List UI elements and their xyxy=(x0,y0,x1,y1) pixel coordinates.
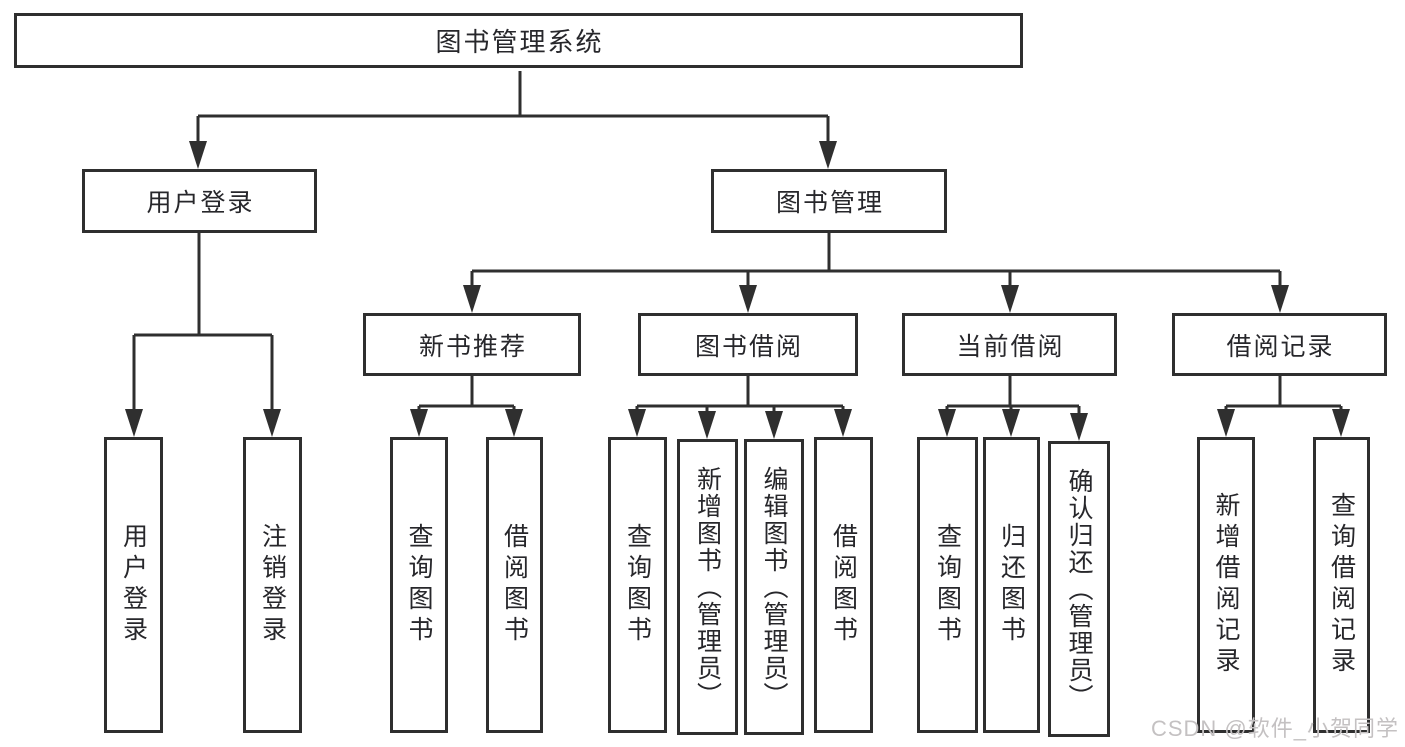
node-leaf-nb-borrow-book: 借阅图书 xyxy=(486,437,543,733)
node-book-borrow: 图书借阅 xyxy=(638,313,858,376)
node-leaf-bb-edit-book-admin: 编辑图书（管理员） xyxy=(744,439,804,735)
node-leaf-nb-query-book: 查询图书 xyxy=(390,437,448,733)
node-borrow-records: 借阅记录 xyxy=(1172,313,1387,376)
connector-book-management-children xyxy=(470,233,1282,285)
csdn-watermark: CSDN @软件_小贺同学 xyxy=(1150,716,1399,741)
connector-user-login-children xyxy=(132,233,274,409)
node-leaf-br-query-record: 查询借阅记录 xyxy=(1313,437,1370,733)
node-book-management: 图书管理 xyxy=(711,169,947,233)
node-leaf-user-login: 用户登录 xyxy=(104,437,163,733)
node-leaf-bb-add-book-admin: 新增图书（管理员） xyxy=(677,439,738,735)
node-root: 图书管理系统 xyxy=(14,13,1023,68)
node-leaf-bb-query-book: 查询图书 xyxy=(608,437,667,733)
node-leaf-logout: 注销登录 xyxy=(243,437,302,733)
node-leaf-cb-confirm-return-admin: 确认归还（管理员） xyxy=(1048,441,1110,737)
connector-current-borrow-children xyxy=(945,376,1081,413)
connector-book-borrow-children xyxy=(635,376,845,411)
node-new-book-recommend: 新书推荐 xyxy=(363,313,581,376)
node-leaf-br-add-record: 新增借阅记录 xyxy=(1197,437,1255,733)
connector-borrow-records-children xyxy=(1224,376,1343,409)
node-user-login: 用户登录 xyxy=(82,169,317,233)
node-leaf-bb-borrow-book: 借阅图书 xyxy=(814,437,873,733)
connector-root-to-level2 xyxy=(196,71,830,141)
connector-new-book-recommend-children xyxy=(417,376,516,409)
node-current-borrow: 当前借阅 xyxy=(902,313,1117,376)
node-leaf-cb-query-book: 查询图书 xyxy=(917,437,978,733)
arrowheads xyxy=(125,141,1350,441)
node-leaf-cb-return-book: 归还图书 xyxy=(983,437,1040,733)
